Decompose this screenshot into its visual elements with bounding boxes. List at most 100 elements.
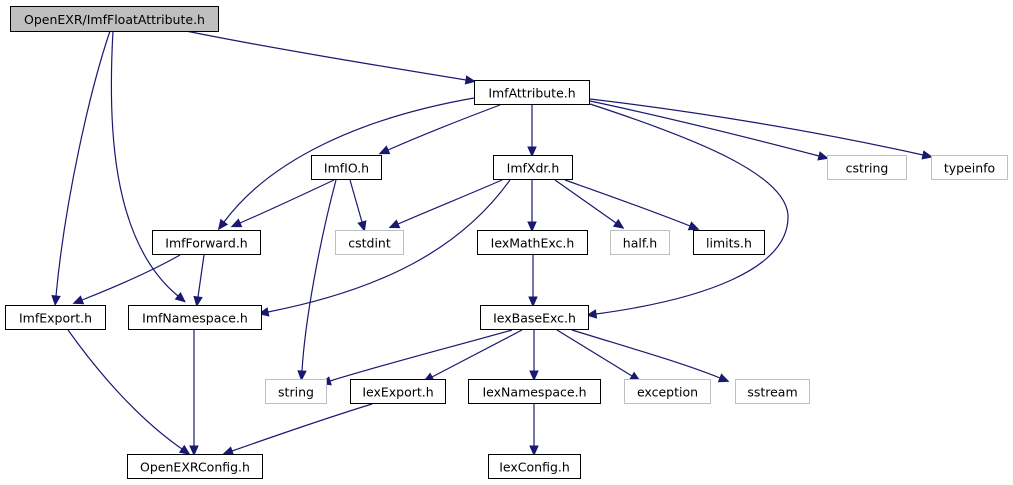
node-box [477,230,588,255]
edge-line [571,329,721,379]
node-imfattribute[interactable]: ImfAttribute.h [474,80,590,105]
node-box [827,155,907,180]
edge-line [387,104,501,151]
arrowhead-icon [717,373,730,383]
node-box [610,230,670,255]
edge-line [267,179,511,313]
node-cstdint: cstdint [335,230,404,255]
node-label: exception [637,385,698,400]
arrowhead-icon [527,146,537,158]
node-label: string [278,385,314,400]
edge-ImfForward-to-ImfNamespace [193,254,205,308]
edge-line [589,103,789,315]
edge-ImfAttribute-to-cstring [589,100,829,161]
node-label: ImfExport.h [19,311,92,326]
edge-line [431,329,523,378]
arrowhead-icon [217,218,229,231]
node-imfexport[interactable]: ImfExport.h [5,305,106,330]
edge-ImfIO-to-cstdint [349,179,367,232]
edge-line [397,179,503,225]
edge-line [239,179,335,224]
node-box [493,155,573,180]
node-exception: exception [624,379,711,404]
node-sstream: sstream [735,379,810,404]
node-box [350,379,446,404]
node-box [488,454,581,479]
arrowhead-icon [464,75,477,85]
node-label: sstream [747,385,797,400]
edge-ImfAttribute-to-typeinfo [589,98,933,160]
edge-line [329,329,513,382]
node-iexmathexc[interactable]: IexMathExc.h [477,230,588,255]
edge-ImfAttribute-to-ImfXdr [527,105,537,158]
node-typeinfo: typeinfo [931,155,1008,180]
node-box [693,230,765,255]
node-label: cstring [846,161,889,176]
node-box [311,155,382,180]
node-label: IexExport.h [362,385,433,400]
node-box [474,80,590,105]
node-imfnamespace[interactable]: ImfNamespace.h [128,305,262,330]
node-box [931,155,1008,180]
node-imfio[interactable]: ImfIO.h [311,155,382,180]
node-limits[interactable]: limits.h [693,230,765,255]
node-iexnamespace[interactable]: IexNamespace.h [468,379,601,404]
node-box [480,305,589,330]
node-label: ImfForward.h [165,236,247,251]
node-cstring: cstring [827,155,907,180]
arrowhead-icon [388,219,401,229]
arrowhead-icon [357,220,367,232]
node-half: half.h [610,230,670,255]
edge-line [81,254,181,301]
edge-IexBaseExc-to-string [320,329,513,386]
arrowhead-icon [297,370,307,382]
node-iexconfig[interactable]: IexConfig.h [488,454,581,479]
node-label: half.h [623,236,657,251]
edge-line [554,179,617,224]
node-box [152,230,261,255]
edge-line [564,179,691,227]
node-iexexport[interactable]: IexExport.h [350,379,446,404]
node-box [265,379,327,404]
node-imfxdr[interactable]: ImfXdr.h [493,155,573,180]
edge-IexNamespace-to-IexConfig [529,404,539,457]
edge-root-to-ImfExport [51,30,111,307]
arrowhead-icon [72,295,85,305]
arrowhead-icon [817,151,829,161]
edge-line [301,179,337,372]
edge-IexExport-to-OpenEXRConfig [222,403,373,456]
node-label: ImfNamespace.h [142,311,248,326]
edge-line [589,98,924,156]
edge-ImfNamespace-to-OpenEXRConfig [189,330,199,457]
node-box [5,305,106,330]
edge-line [231,403,373,452]
edge-IexBaseExc-to-IexExport [422,329,523,382]
node-label: OpenEXR/ImfFloatAttribute.h [24,12,205,27]
arrowhead-icon [687,221,700,231]
edge-line [589,100,820,157]
edge-ImfIO-to-ImfForward [230,179,335,228]
edge-ImfExport-to-OpenEXRConfig [67,329,191,455]
node-imfforward[interactable]: ImfForward.h [152,230,261,255]
arrowhead-icon [529,370,539,382]
arrowhead-icon [178,444,191,455]
arrowhead-icon [529,445,539,457]
node-label: IexConfig.h [499,460,570,475]
edge-line [185,30,467,81]
node-box [128,305,262,330]
arrowhead-icon [193,295,203,308]
nodes-layer: OpenEXR/ImfFloatAttribute.hImfAttribute.… [5,6,1008,479]
edge-line [349,179,363,223]
node-label: IexMathExc.h [491,236,575,251]
edge-ImfXdr-to-cstdint [388,179,503,229]
node-box [624,379,711,404]
node-box [468,379,601,404]
arrowhead-icon [222,446,235,456]
edge-line [556,329,633,377]
edge-line [197,254,205,298]
node-string: string [265,379,327,404]
node-openexrconfig[interactable]: OpenEXRConfig.h [127,454,263,479]
node-iexbaseexc[interactable]: IexBaseExc.h [480,305,589,330]
edge-line [67,329,183,450]
